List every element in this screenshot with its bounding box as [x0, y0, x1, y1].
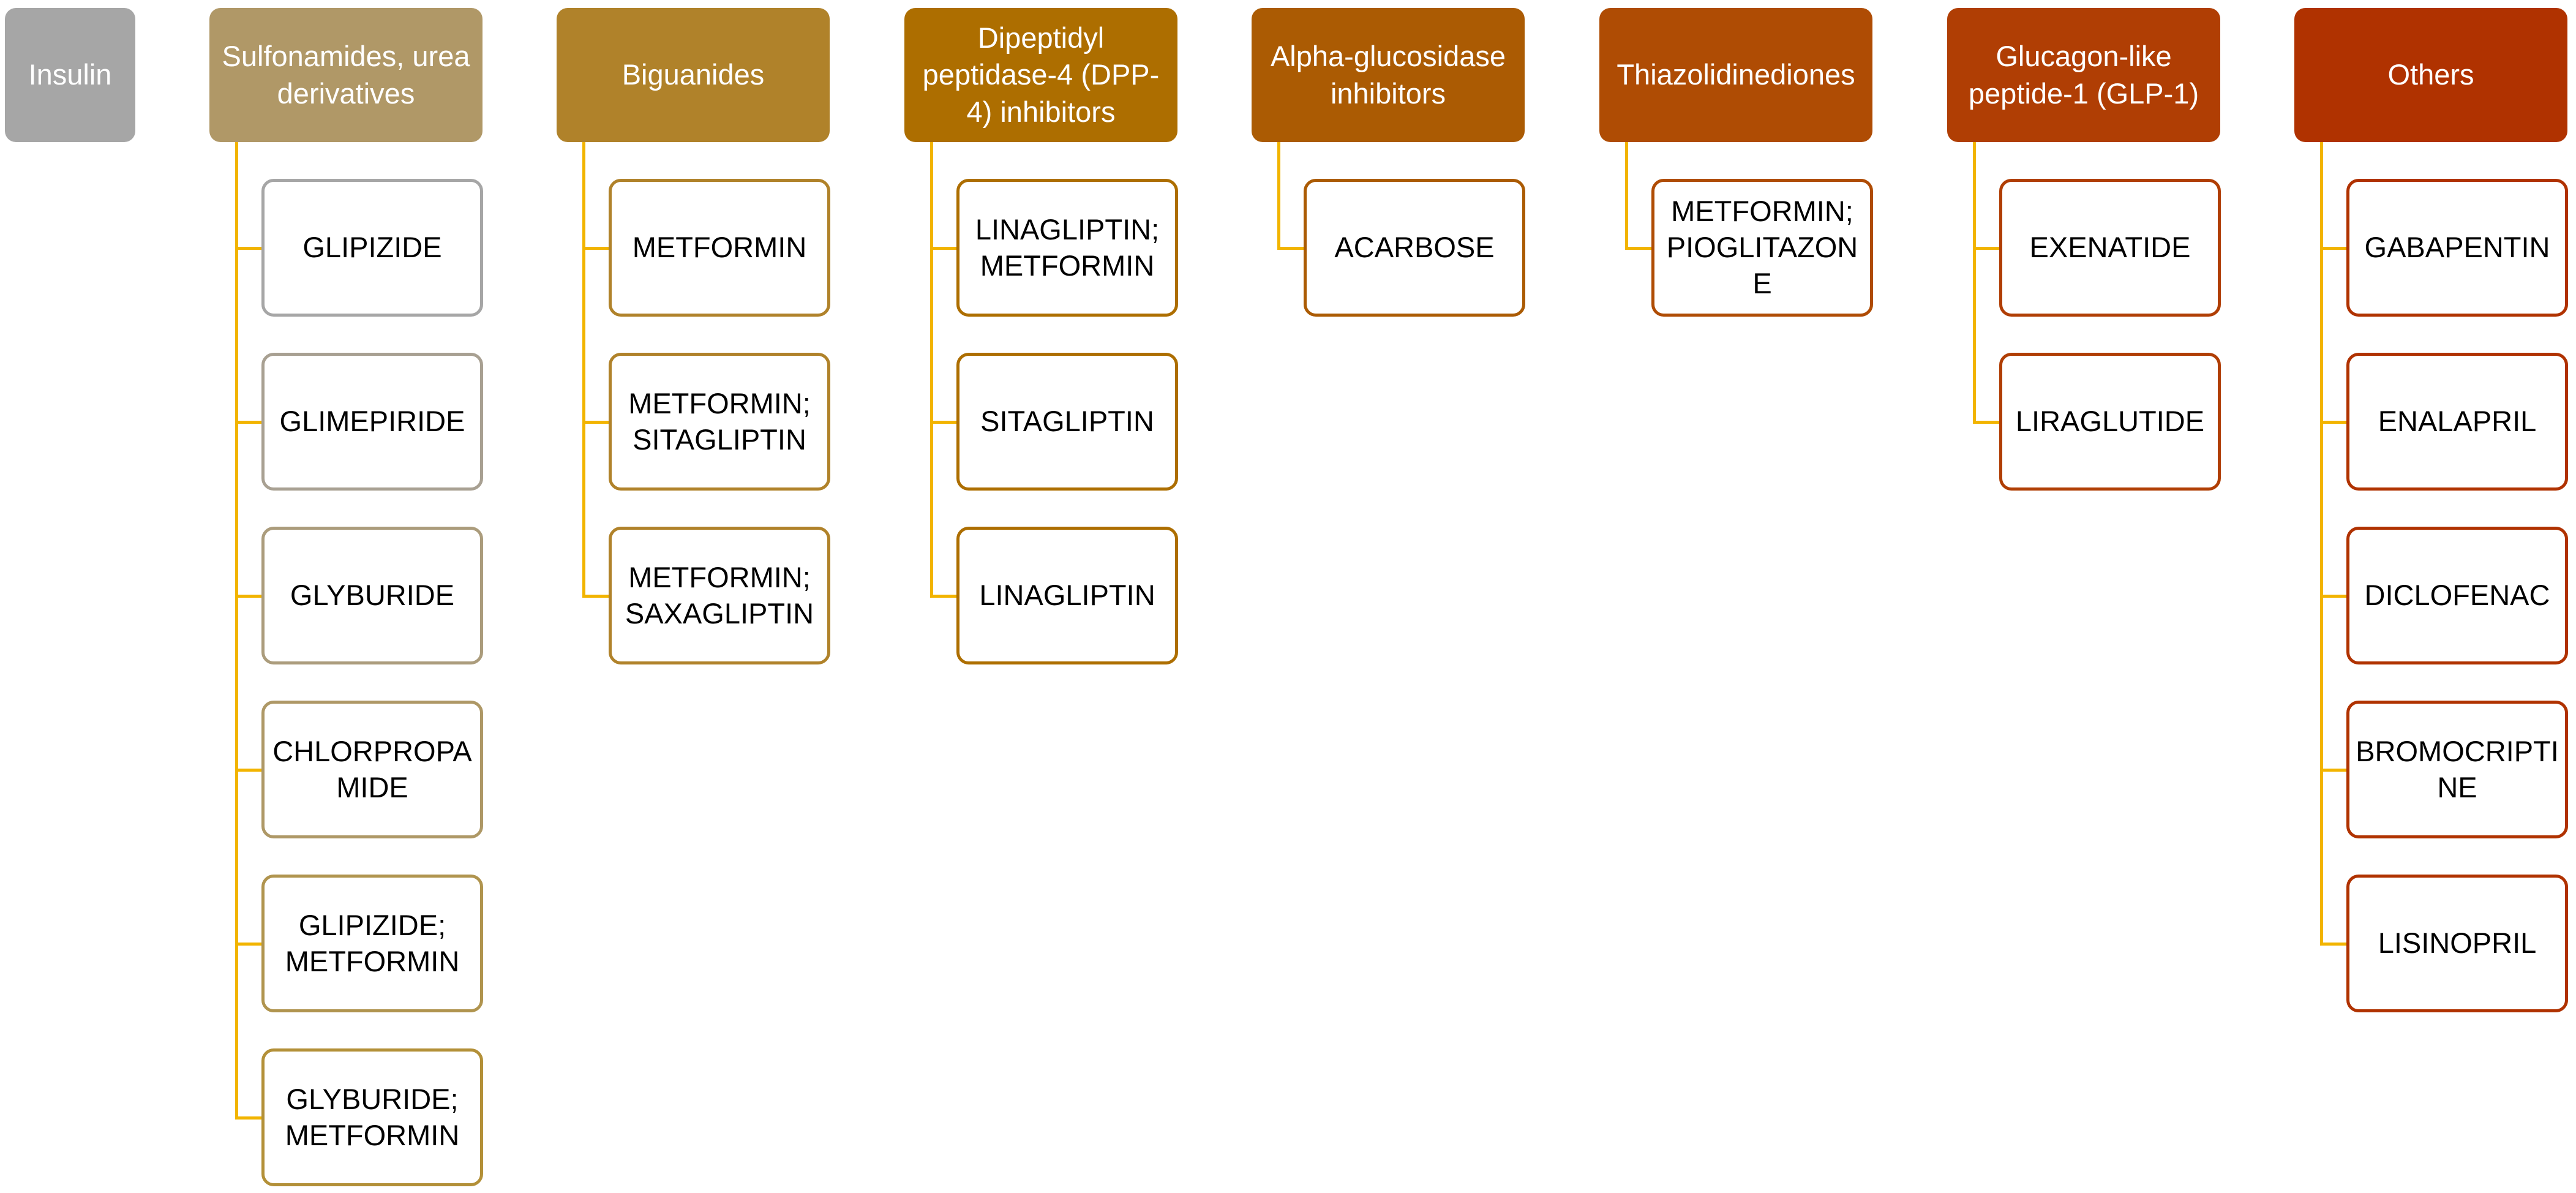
connector-horizontal: [235, 942, 261, 946]
connector-horizontal: [930, 246, 956, 250]
drug-box-diclofenac: DICLOFENAC: [2346, 527, 2568, 664]
connector-horizontal: [235, 594, 261, 598]
connector-horizontal: [582, 246, 609, 250]
connector-horizontal: [2320, 420, 2346, 424]
drug-box-linagliptin-metformin: LINAGLIPTIN; METFORMIN: [956, 179, 1178, 317]
connector-horizontal: [2320, 942, 2346, 946]
drug-box-bromocriptine: BROMOCRIPTINE: [2346, 701, 2568, 838]
drug-box-enalapril: ENALAPRIL: [2346, 353, 2568, 491]
drug-box-sitagliptin: SITAGLIPTIN: [956, 353, 1178, 491]
drug-box-chlorpropamide: CHLORPROPAMIDE: [261, 701, 483, 838]
connector-horizontal: [582, 594, 609, 598]
drug-box-glyburide-metformin: GLYBURIDE; METFORMIN: [261, 1048, 483, 1186]
connector-vertical-others: [2320, 142, 2323, 946]
drug-box-linagliptin: LINAGLIPTIN: [956, 527, 1178, 664]
drug-box-liraglutide: LIRAGLUTIDE: [1999, 353, 2221, 491]
connector-vertical-sulfonamides-urea-derivatives: [235, 142, 238, 1120]
drug-box-gabapentin: GABAPENTIN: [2346, 179, 2568, 317]
connector-horizontal: [1277, 246, 1304, 250]
connector-horizontal: [1973, 420, 1999, 424]
connector-horizontal: [235, 1116, 261, 1120]
category-header-thiazolidinediones: Thiazolidinediones: [1599, 8, 1872, 142]
connector-horizontal: [582, 420, 609, 424]
drug-box-metformin-saxagliptin: METFORMIN; SAXAGLIPTIN: [609, 527, 830, 664]
connector-horizontal: [1625, 246, 1651, 250]
connector-horizontal: [930, 594, 956, 598]
category-header-insulin: Insulin: [5, 8, 135, 142]
drug-box-glimepiride: GLIMEPIRIDE: [261, 353, 483, 491]
drug-box-glipizide: GLIPIZIDE: [261, 179, 483, 317]
connector-vertical-glucagon-like-peptide-1-glp-1: [1973, 142, 1976, 424]
connector-horizontal: [235, 768, 261, 772]
connector-horizontal: [2320, 246, 2346, 250]
drug-box-exenatide: EXENATIDE: [1999, 179, 2221, 317]
connector-horizontal: [1973, 246, 1999, 250]
category-header-sulfonamides-urea-derivatives: Sulfonamides, urea derivatives: [209, 8, 483, 142]
connector-vertical-biguanides: [582, 142, 585, 598]
category-header-biguanides: Biguanides: [557, 8, 830, 142]
category-header-dipeptidyl-peptidase-4-dpp-4-inhibitors: Dipeptidyl peptidase-4 (DPP-4) inhibitor…: [904, 8, 1177, 142]
connector-vertical-alpha-glucosidase-inhibitors: [1277, 142, 1280, 250]
category-header-glucagon-like-peptide-1-glp-1: Glucagon-like peptide-1 (GLP-1): [1947, 8, 2220, 142]
category-header-others: Others: [2294, 8, 2567, 142]
drug-box-lisinopril: LISINOPRIL: [2346, 875, 2568, 1012]
connector-horizontal: [2320, 594, 2346, 598]
drug-box-metformin-sitagliptin: METFORMIN; SITAGLIPTIN: [609, 353, 830, 491]
category-header-alpha-glucosidase-inhibitors: Alpha-glucosidase inhibitors: [1252, 8, 1525, 142]
drug-box-glipizide-metformin: GLIPIZIDE; METFORMIN: [261, 875, 483, 1012]
drug-box-metformin: METFORMIN: [609, 179, 830, 317]
drug-box-glyburide: GLYBURIDE: [261, 527, 483, 664]
connector-horizontal: [235, 246, 261, 250]
connector-horizontal: [930, 420, 956, 424]
drug-box-acarbose: ACARBOSE: [1304, 179, 1525, 317]
drug-box-metformin-pioglitazone: METFORMIN; PIOGLITAZONE: [1651, 179, 1873, 317]
connector-horizontal: [235, 420, 261, 424]
connector-horizontal: [2320, 768, 2346, 772]
connector-vertical-thiazolidinediones: [1625, 142, 1628, 250]
connector-vertical-dipeptidyl-peptidase-4-dpp-4-inhibitors: [930, 142, 933, 598]
